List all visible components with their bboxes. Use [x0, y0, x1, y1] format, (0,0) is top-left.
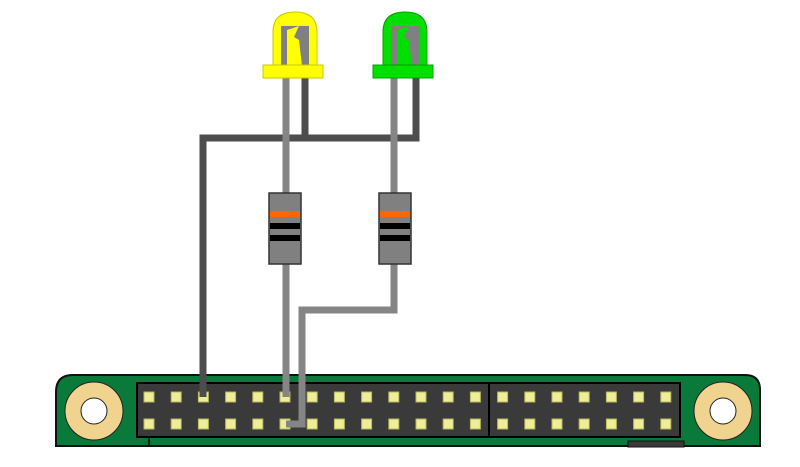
header-pin	[170, 391, 182, 403]
header-pin	[361, 391, 373, 403]
gpio-header	[136, 382, 681, 438]
resistor-band	[380, 211, 410, 217]
header-pin	[442, 391, 454, 403]
header-pin	[170, 418, 182, 430]
led-anvil	[397, 26, 412, 66]
raspberry-pi-board	[55, 374, 761, 448]
resistor-band	[270, 223, 300, 229]
header-pin	[197, 418, 209, 430]
led-yellow	[262, 11, 324, 79]
header-pin	[143, 418, 155, 430]
resistor-band	[380, 235, 410, 241]
resistor-yellow	[268, 192, 302, 265]
header-pin	[252, 418, 264, 430]
header-pin	[225, 418, 237, 430]
header-pin	[605, 391, 617, 403]
header-pin	[143, 391, 155, 403]
header-pin	[633, 418, 645, 430]
header-pin	[361, 418, 373, 430]
header-pin	[415, 418, 427, 430]
header-pin	[497, 391, 509, 403]
header-pin	[306, 391, 318, 403]
resistor-green	[378, 192, 412, 265]
header-pin	[415, 391, 427, 403]
header-pin	[524, 418, 536, 430]
header-pin	[551, 391, 563, 403]
header-pin	[660, 391, 672, 403]
board-connector	[627, 440, 685, 448]
header-pin	[388, 418, 400, 430]
header-pin	[225, 391, 237, 403]
header-pin	[333, 391, 345, 403]
header-pin	[605, 418, 617, 430]
led-anvil	[287, 26, 302, 66]
header-pin	[388, 391, 400, 403]
led-flange	[262, 64, 324, 79]
ground-wire	[199, 78, 420, 397]
resistor-band	[270, 235, 300, 241]
header-pin	[469, 418, 481, 430]
header-pin	[578, 418, 590, 430]
mounting-hole-left	[64, 381, 124, 441]
header-pin	[660, 418, 672, 430]
led-flange	[372, 64, 434, 79]
header-pin	[469, 391, 481, 403]
header-pin	[333, 418, 345, 430]
header-pin	[578, 391, 590, 403]
header-pins	[143, 391, 672, 430]
resistor-band	[270, 211, 300, 217]
mounting-hole-right	[693, 381, 753, 441]
header-pin	[306, 418, 318, 430]
led-green	[372, 11, 434, 79]
header-pin	[252, 391, 264, 403]
header-pin	[633, 391, 645, 403]
header-pin	[524, 391, 536, 403]
header-pin	[442, 418, 454, 430]
resistor-band	[380, 223, 410, 229]
header-pin	[551, 418, 563, 430]
header-pin	[497, 418, 509, 430]
